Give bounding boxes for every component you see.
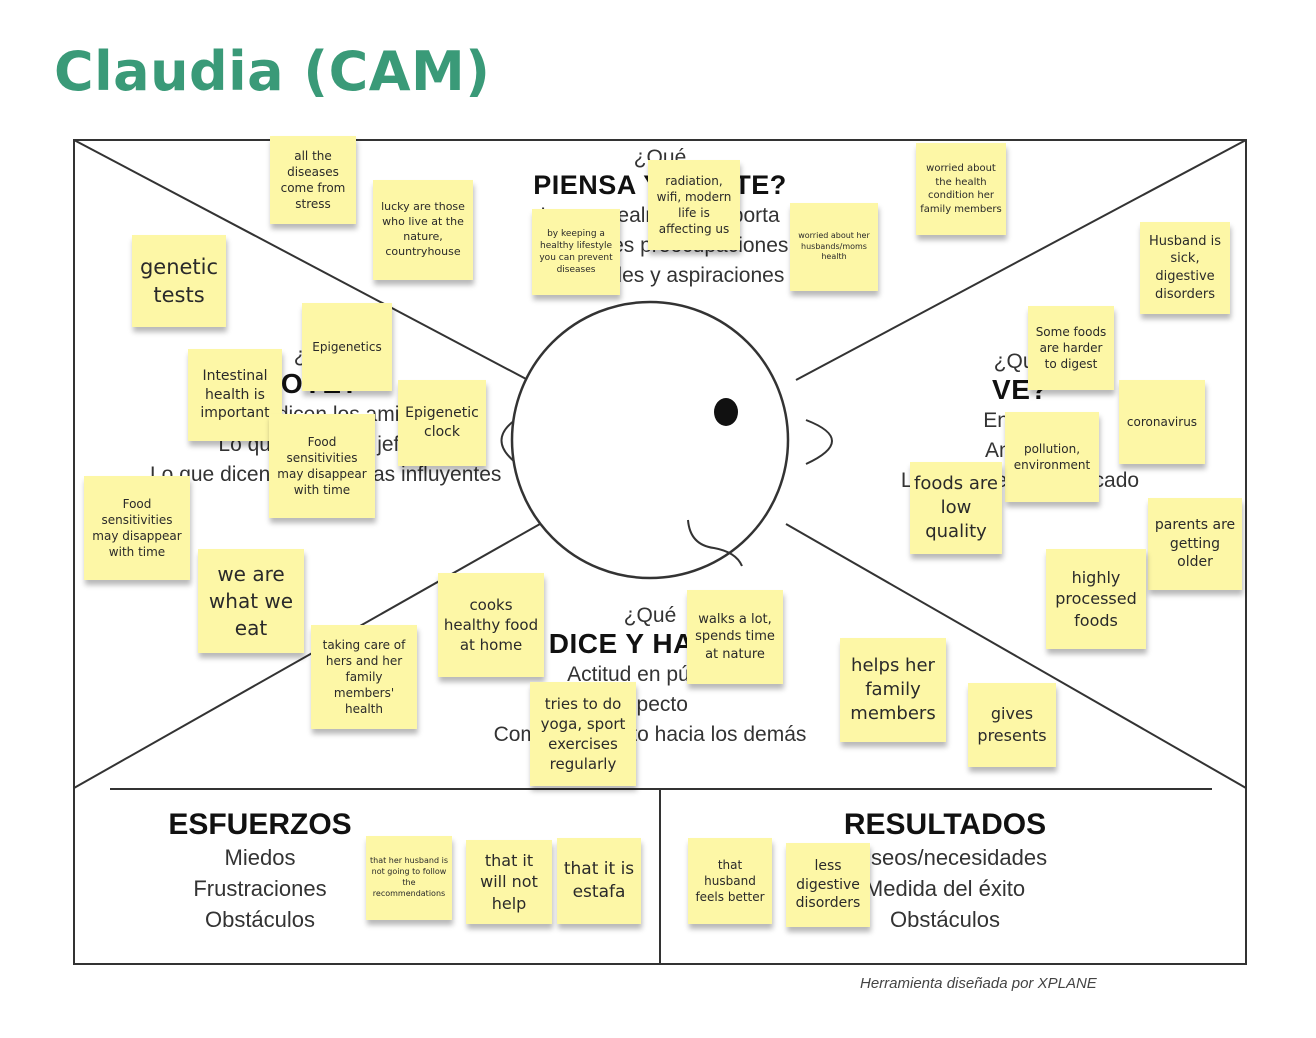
sticky-note: tries to do yoga, sport exercises regula… xyxy=(530,682,636,786)
sticky-note: that husband feels better xyxy=(688,838,772,924)
eye xyxy=(714,398,738,426)
diagonal-top-left xyxy=(73,139,529,381)
head xyxy=(510,300,790,580)
sticky-note: Some foods are harder to digest xyxy=(1028,306,1114,390)
page-title: Claudia (CAM) xyxy=(54,40,491,103)
credit-text: Herramienta diseñada por XPLANE xyxy=(860,975,1097,992)
sticky-note: gives presents xyxy=(968,683,1056,767)
sticky-note: genetic tests xyxy=(132,235,226,327)
sticky-note: all the diseases come from stress xyxy=(270,136,356,224)
sticky-note: Intestinal health is important xyxy=(188,349,282,441)
sticky-note: Epigenetics xyxy=(302,303,392,391)
diagonal-bottom-right xyxy=(785,523,1247,789)
sticky-note: foods are low quality xyxy=(910,462,1002,554)
section-resultados: RESULTADOS Deseos/necesidades Medida del… xyxy=(842,808,1048,932)
sticky-note: worried about the health condition her f… xyxy=(916,143,1006,235)
sticky-note: helps her family members xyxy=(840,638,946,742)
sticky-note: pollution, environment xyxy=(1005,412,1099,502)
sticky-note: coronavirus xyxy=(1119,380,1205,464)
sticky-note: cooks healthy food at home xyxy=(438,573,544,677)
diagonal-bottom-left xyxy=(73,523,541,789)
sticky-note: we are what we eat xyxy=(198,549,304,653)
sticky-note: walks a lot, spends time at nature xyxy=(687,590,783,684)
sticky-note: lucky are those who live at the nature, … xyxy=(373,180,473,280)
diagonal-top-right xyxy=(795,139,1247,381)
sticky-note: less digestive disorders xyxy=(786,843,870,927)
sticky-note: by keeping a healthy lifestyle you can p… xyxy=(532,209,620,295)
sticky-note: taking care of hers and her family membe… xyxy=(311,625,417,729)
section-esfuerzos: ESFUERZOS Miedos Frustraciones Obstáculo… xyxy=(168,808,352,932)
sticky-note: highly processed foods xyxy=(1046,549,1146,649)
sticky-note: Husband is sick, digestive disorders xyxy=(1140,222,1230,314)
mouth xyxy=(687,519,743,567)
left-ear xyxy=(500,419,516,463)
sticky-note: that it will not help xyxy=(466,840,552,924)
sticky-note: Food sensitivities may disappear with ti… xyxy=(84,476,190,580)
sticky-note: parents are getting older xyxy=(1148,498,1242,590)
sticky-note: that her husband is not going to follow … xyxy=(366,836,452,920)
sticky-note: that it is estafa xyxy=(557,838,641,924)
sticky-note: Epigenetic clock xyxy=(398,380,486,466)
sticky-note: worried about her husbands/moms health xyxy=(790,203,878,291)
sticky-note: radiation, wifi, modern life is affectin… xyxy=(648,160,740,250)
right-ear xyxy=(805,419,833,465)
sticky-note: Food sensitivities may disappear with ti… xyxy=(269,414,375,518)
